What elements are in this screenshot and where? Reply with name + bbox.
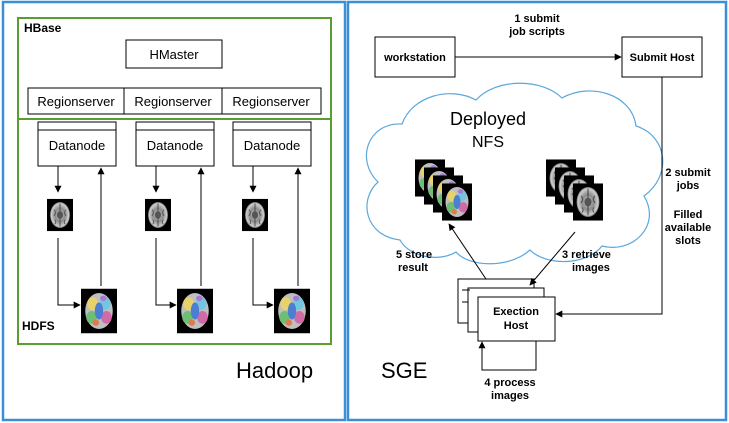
hmaster-box bbox=[125, 39, 223, 69]
step2-label: jobs bbox=[676, 180, 700, 192]
brain-mri-image bbox=[242, 198, 268, 232]
brain-segmentation-image bbox=[177, 288, 213, 334]
slots-note: available bbox=[665, 222, 711, 234]
cloud-title: Deployed bbox=[450, 109, 526, 129]
execution-host-label: Exection bbox=[493, 306, 539, 318]
step3-label: 3 retrieve bbox=[562, 249, 611, 261]
input-image-stack bbox=[573, 182, 603, 222]
hadoop-title: Hadoop bbox=[236, 358, 313, 383]
regionserver-label: Regionserver bbox=[37, 94, 115, 109]
datanode-column: Datanode bbox=[37, 121, 117, 334]
execution-host-box bbox=[477, 296, 556, 342]
step4-label: images bbox=[491, 390, 529, 402]
step2-label: 2 submit bbox=[665, 167, 711, 179]
step4-label: 4 process bbox=[484, 377, 535, 389]
brain-mri-image bbox=[145, 198, 171, 232]
cloud-subtitle: NFS bbox=[472, 134, 504, 151]
slots-note: Filled bbox=[674, 209, 703, 221]
regionserver-label: Regionserver bbox=[134, 94, 212, 109]
datanode-box bbox=[37, 121, 117, 167]
datanode-column: Datanode bbox=[135, 121, 215, 334]
sge-title: SGE bbox=[381, 358, 427, 383]
result-image-stack bbox=[442, 183, 472, 221]
datanode-label: Datanode bbox=[49, 138, 105, 153]
datanode-label: Datanode bbox=[244, 138, 300, 153]
step5-label: 5 store bbox=[396, 249, 432, 261]
brain-segmentation-image bbox=[81, 288, 117, 334]
step1-label: job scripts bbox=[508, 26, 565, 38]
execution-host-label: Host bbox=[504, 320, 529, 332]
process-images-loop bbox=[478, 341, 537, 371]
step5-label: result bbox=[398, 262, 428, 274]
regionserver-row bbox=[27, 87, 322, 115]
hdfs-panel bbox=[17, 118, 332, 345]
step1-label: 1 submit bbox=[514, 13, 560, 25]
step3-label: images bbox=[572, 262, 610, 274]
workstation-label: workstation bbox=[383, 52, 446, 64]
regionserver-label: Regionserver bbox=[232, 94, 310, 109]
workstation-box bbox=[374, 36, 456, 78]
submit-jobs-arrow bbox=[555, 77, 663, 318]
hdfs-label: HDFS bbox=[22, 319, 55, 333]
brain-mri-image bbox=[47, 198, 73, 232]
submit-host-label: Submit Host bbox=[630, 52, 695, 64]
hmaster-label: HMaster bbox=[149, 47, 199, 62]
hadoop-panel bbox=[1, 0, 347, 422]
brain-segmentation-image bbox=[274, 288, 310, 334]
datanode-box bbox=[135, 121, 215, 167]
slots-note: slots bbox=[675, 235, 701, 247]
datanode-column: Datanode bbox=[232, 121, 312, 334]
sge-panel bbox=[346, 0, 728, 422]
datanode-label: Datanode bbox=[147, 138, 203, 153]
store-result-arrow bbox=[448, 223, 487, 280]
datanode-box bbox=[232, 121, 312, 167]
submit-host-box bbox=[621, 36, 703, 78]
hbase-label: HBase bbox=[24, 21, 62, 35]
retrieve-images-arrow bbox=[529, 231, 576, 286]
